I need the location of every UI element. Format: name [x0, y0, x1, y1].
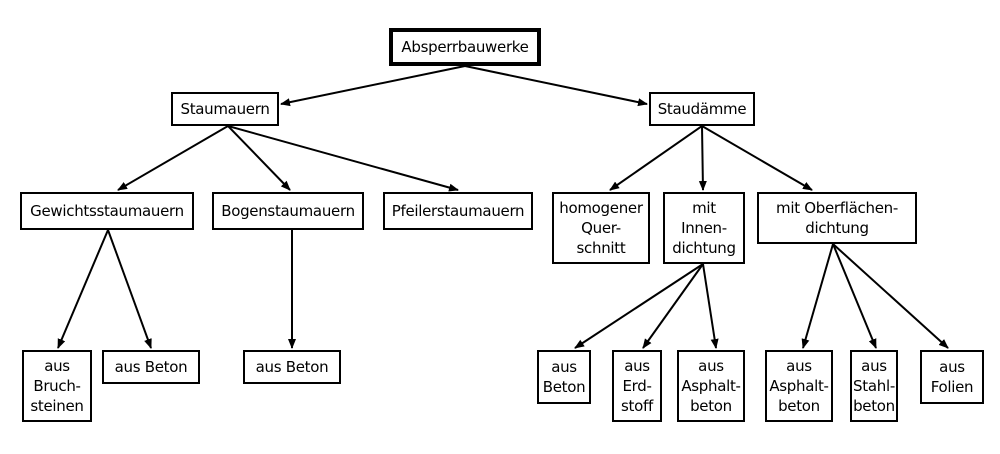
edge-staumauern-to-bogen [227, 125, 291, 191]
edge-gewicht-to-g_beton [107, 229, 152, 349]
node-innen-aus-erdstoff: aus Erd- stoff [612, 350, 662, 422]
node-oberflaeche-aus-stahlbeton: aus Stahl- beton [850, 350, 898, 422]
node-mit-innendichtung: mit Innen- dichtung [663, 192, 745, 264]
node-oberflaeche-aus-folien: aus Folien [920, 350, 984, 404]
node-gewicht-aus-bruchsteinen: aus Bruch- steinen [22, 350, 92, 422]
node-staumauern: Staumauern [171, 92, 279, 126]
node-homogener-querschnitt: homogener Quer- schnitt [552, 192, 650, 264]
node-innen-aus-asphaltbeton: aus Asphalt- beton [677, 350, 745, 422]
edge-staumauern-to-pfeiler [227, 125, 459, 192]
edge-innen-to-i_beton [574, 263, 704, 349]
edge-staumauern-to-gewicht [117, 125, 229, 191]
node-staudaemme: Staudämme [649, 92, 755, 126]
edge-root-to-staumauern [280, 65, 466, 107]
edge-staudaemme-to-innen [698, 125, 707, 191]
edge-innen-to-i_asph [702, 263, 719, 349]
node-oberflaeche-aus-asphaltbeton: aus Asphalt- beton [765, 350, 833, 422]
edge-staudaemme-to-homogen [609, 125, 703, 191]
edge-oberfl-to-o_asph [801, 243, 834, 349]
edge-gewicht-to-g_bruch [57, 229, 109, 349]
edge-staudaemme-to-oberfl [701, 125, 813, 191]
node-bogenstaumauern: Bogenstaumauern [212, 192, 364, 230]
node-absperrbauwerke: Absperrbauwerke [389, 28, 541, 66]
node-gewichtsstaumauern: Gewichtsstaumauern [20, 192, 194, 230]
edge-root-to-staudaemme [464, 65, 648, 107]
node-innen-aus-beton: aus Beton [537, 350, 591, 404]
edge-innen-to-i_erd [642, 263, 704, 349]
node-gewicht-aus-beton: aus Beton [102, 350, 200, 384]
edge-oberfl-to-o_stahl [832, 243, 877, 349]
node-pfeilerstaumauern: Pfeilerstaumauern [383, 192, 533, 230]
node-mit-oberflaechendichtung: mit Oberflächen- dichtung [757, 192, 917, 244]
edge-oberfl-to-o_folien [832, 243, 949, 349]
node-bogen-aus-beton: aus Beton [243, 350, 341, 384]
